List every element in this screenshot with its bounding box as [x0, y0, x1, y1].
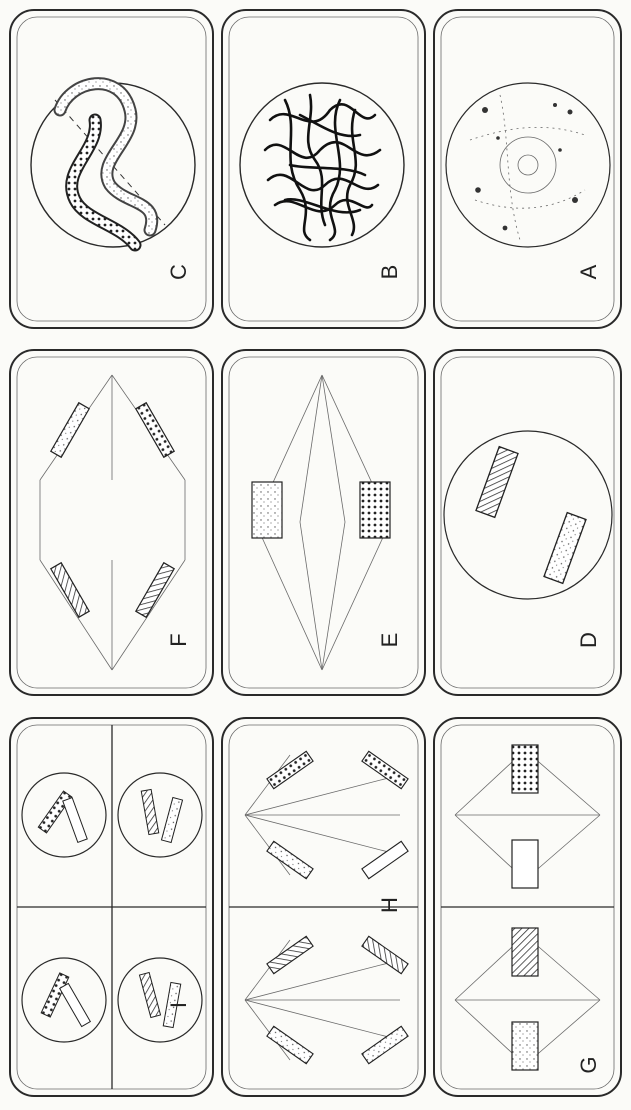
panel-i: I — [10, 718, 213, 1096]
chromatin-granules — [475, 103, 578, 230]
panel-b: B — [222, 10, 425, 328]
chromosome — [476, 447, 586, 584]
daughter-nucleus — [118, 773, 202, 857]
cell-nucleus — [240, 83, 404, 247]
chromatin-tangle — [265, 95, 380, 240]
panel-label: H — [377, 897, 402, 913]
panel-label: F — [166, 633, 191, 646]
panel-f: F — [10, 350, 213, 695]
panel-a: A — [434, 10, 621, 328]
cell-nucleus — [446, 83, 610, 247]
panel-label: C — [166, 264, 191, 280]
chromosome — [252, 482, 390, 538]
panel-label: I — [166, 1002, 191, 1008]
daughter-nucleus — [118, 958, 202, 1042]
panel-label: A — [576, 264, 601, 279]
daughter-nucleus — [22, 958, 106, 1042]
spindle-fibers — [40, 375, 185, 670]
chromosome — [51, 403, 174, 617]
panel-e: E — [222, 350, 425, 695]
chromatin-threads — [470, 95, 585, 240]
panel-g: G — [434, 718, 621, 1096]
cell-nucleus — [444, 431, 612, 599]
panel-c: C — [10, 10, 213, 328]
panel-d: D — [434, 350, 621, 695]
panel-h: H — [222, 718, 425, 1096]
panel-label: D — [576, 632, 601, 648]
nucleolus — [518, 155, 538, 175]
nucleolus-ring — [500, 137, 556, 193]
panel-label: G — [576, 1056, 601, 1073]
panel-label: E — [377, 633, 402, 648]
daughter-nucleus — [22, 773, 106, 857]
panel-label: B — [377, 265, 402, 280]
